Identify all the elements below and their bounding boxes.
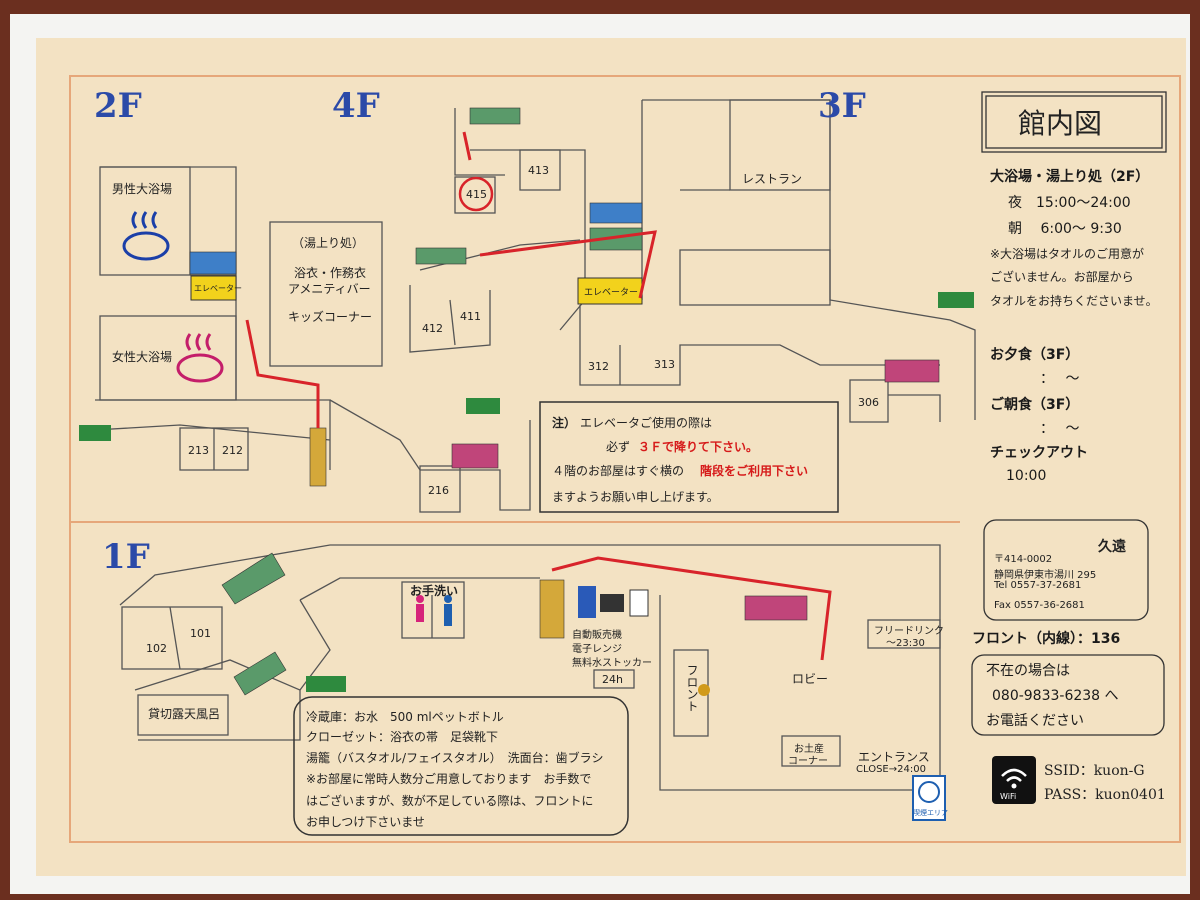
hours-24h: 24h xyxy=(602,673,623,686)
address-tel: Tel 0557-37-2681 xyxy=(994,580,1082,591)
front-desk-label: フロント xyxy=(685,664,699,712)
men-bath-label: 男性大浴場 xyxy=(112,182,173,196)
breakfast-label: ご朝食（3F） xyxy=(990,397,1080,413)
amenity-line-5: はございますが、数が不足している際は、フロントに xyxy=(306,794,594,808)
room-213: 213 xyxy=(188,444,209,457)
open-bath-label: 貸切露天風呂 xyxy=(148,707,221,721)
room-216: 216 xyxy=(428,484,449,497)
bath-note-2: ございません。お部屋から xyxy=(990,270,1134,284)
lobby-label: ロビー xyxy=(792,672,829,686)
elevator-2f-label: エレベーター xyxy=(194,284,242,293)
lounge-line-3: キッズコーナー xyxy=(288,310,373,324)
restaurant-label: レストラン xyxy=(742,172,803,186)
floor-label-2f: 2F xyxy=(94,86,142,126)
room-313: 313 xyxy=(654,358,675,371)
notice-line-4: ますようお願い申し上げます。 xyxy=(552,490,719,504)
entrance-close-time: CLOSE→24:00 xyxy=(856,764,926,775)
map-paper xyxy=(36,38,1186,876)
lounge-title: （湯上り処） xyxy=(292,236,365,250)
notice-line-2b: ３Ｆで降りて下さい。 xyxy=(638,440,759,454)
absence-phone: 080-9833-6238 へ xyxy=(992,688,1119,704)
room-411: 411 xyxy=(460,310,481,323)
notice-prefix: 注） xyxy=(552,416,577,430)
address-zip: 〒414-0002 xyxy=(994,554,1053,565)
amenity-line-6: お申しつけ下さいませ xyxy=(306,815,425,829)
breakfast-time: ： ～ xyxy=(1040,421,1080,437)
lounge-line-1: 浴衣・作務衣 xyxy=(294,266,367,280)
bath-note-3: タオルをお持ちくださいませ。 xyxy=(990,294,1158,308)
lounge-line-2: アメニティバー xyxy=(288,282,371,296)
room-415: 415 xyxy=(466,188,487,201)
amenity-line-4: ※お部屋に常時人数分ご用意しております お手数で xyxy=(306,772,592,786)
address-street: 静岡県伊東市湯川 295 xyxy=(994,570,1097,581)
souvenir-label-2: コーナー xyxy=(788,756,828,767)
floor-label-4f: 4F xyxy=(332,86,380,126)
free-drink-label: フリードリンク xyxy=(874,626,944,637)
free-drink-time: ～23:30 xyxy=(886,638,925,649)
room-312: 312 xyxy=(588,360,609,373)
room-102: 102 xyxy=(146,642,167,655)
floor-label-1f: 1F xyxy=(102,537,150,577)
room-212: 212 xyxy=(222,444,243,457)
bath-heading: 大浴場・湯上り処（2F） xyxy=(990,169,1150,185)
hotel-logo: 久遠 xyxy=(1098,539,1126,555)
women-bath-label: 女性大浴場 xyxy=(112,350,173,364)
room-306: 306 xyxy=(858,396,879,409)
toilet-label: お手洗い xyxy=(410,584,459,598)
checkout-label: チェックアウト xyxy=(990,445,1088,461)
notice-line-1: エレベータご使用の際は xyxy=(580,416,713,430)
vending-label-2: 電子レンジ xyxy=(572,644,622,655)
dinner-time: ： ～ xyxy=(1040,371,1080,387)
wifi-ssid: SSID：kuon-G xyxy=(1044,763,1145,779)
smoking-area-label: 喫煙エリア xyxy=(913,809,948,817)
absence-line-3: お電話ください xyxy=(986,713,1084,729)
amenity-line-3: 湯籠（バスタオル/フェイスタオル） 洗面台：歯ブラシ xyxy=(306,751,604,765)
checkout-time: 10:00 xyxy=(1006,468,1047,484)
wifi-icon: WiFi xyxy=(1000,792,1017,801)
room-101: 101 xyxy=(190,627,211,640)
wifi-password: PASS：kuon0401 xyxy=(1044,787,1166,803)
absence-line-1: 不在の場合は xyxy=(986,663,1070,679)
notice-line-3b: 階段をご利用下さい xyxy=(700,464,809,478)
entrance-label: エントランス xyxy=(858,750,930,764)
elevator-3f-label: エレベーター xyxy=(584,288,639,298)
amenity-line-1: 冷蔵庫：お水 500 mlペットボトル xyxy=(306,710,504,724)
room-412: 412 xyxy=(422,322,443,335)
floor-label-3f: 3F xyxy=(818,86,866,126)
bath-night-hours: 夜 15:00～24:00 xyxy=(1008,195,1131,211)
vending-label-1: 自動販売機 xyxy=(572,630,622,641)
address-fax: Fax 0557-36-2681 xyxy=(994,600,1085,611)
front-extension: フロント（内線）：136 xyxy=(972,631,1121,647)
notice-line-3a: ４階のお部屋はすぐ横の xyxy=(552,464,685,478)
dinner-label: お夕食（3F） xyxy=(990,347,1080,363)
notice-line-2a: 必ず xyxy=(606,440,631,454)
bath-note-1: ※大浴場はタオルのご用意が xyxy=(990,247,1145,261)
map-title: 館内図 xyxy=(1018,107,1103,140)
amenity-line-2: クローゼット：浴衣の帯 足袋靴下 xyxy=(306,730,499,744)
vending-label-3: 無料水ストッカー xyxy=(572,658,652,669)
bath-morning-hours: 朝 6:00～ 9:30 xyxy=(1008,221,1122,237)
souvenir-label-1: お土産 xyxy=(794,744,824,755)
room-413: 413 xyxy=(528,164,549,177)
